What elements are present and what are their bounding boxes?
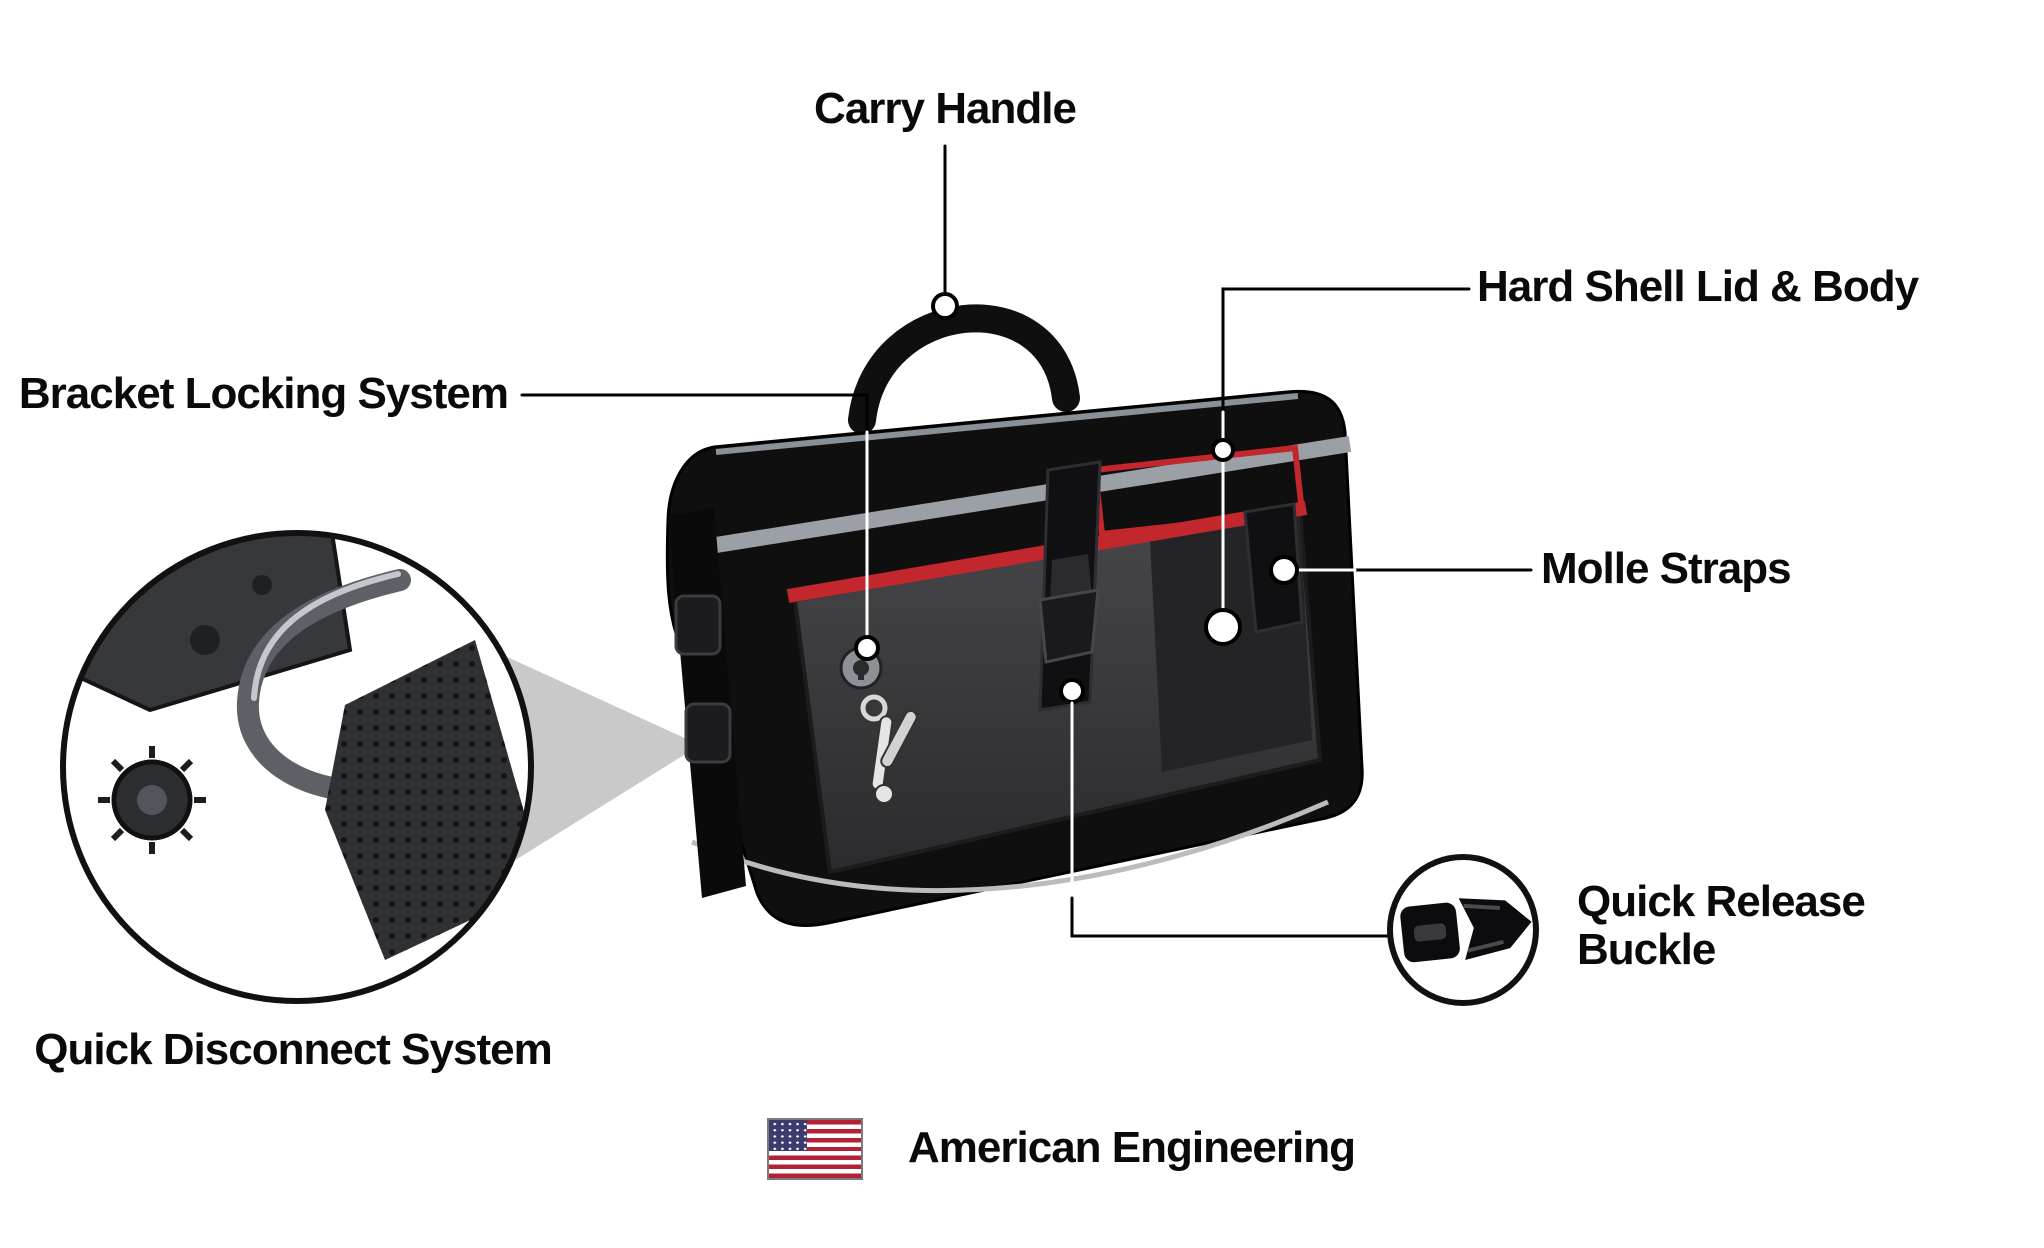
carry-handle-label: Carry Handle: [814, 84, 1077, 133]
quick-release-inset: [1387, 854, 1539, 1006]
hard-shell-lid-body-label: Hard Shell Lid & Body: [1477, 262, 1919, 311]
keys: [870, 709, 918, 804]
us-flag-icon: [767, 1118, 863, 1180]
hard-shell-body-marker: [1204, 608, 1242, 646]
quick-disconnect-inset-ring: [60, 530, 534, 1004]
bracket-locking-marker: [854, 635, 880, 661]
carry-handle-marker: [931, 292, 959, 320]
molle-straps-marker: [1269, 555, 1299, 585]
bottom-piping: [691, 799, 1329, 893]
quick-release-callout-line: [1070, 896, 1389, 938]
hard-shell-lid-marker: [1211, 438, 1235, 462]
bracket-plate-shadow: [63, 533, 130, 600]
callouts: [520, 144, 1533, 938]
quick-disconnect-inset: [60, 530, 534, 1004]
disconnect-knob-center: [137, 785, 167, 815]
quick-release-inset-ring: [1387, 854, 1539, 1006]
quick-release-buckle-icon: [1400, 898, 1532, 963]
quick-release-line2: Buckle: [1577, 924, 1716, 974]
leather-panel-perforation: [325, 640, 531, 960]
lid-bottom-trim: [670, 436, 1352, 560]
bracket-bolt-small: [252, 575, 272, 595]
lid-top-trim: [715, 393, 1299, 455]
bracket-locking-system-label: Bracket Locking System: [18, 369, 509, 418]
bracket-locking-callout-line: [520, 393, 869, 434]
quick-release-buckle-label: Quick Release Buckle: [1577, 877, 1866, 974]
mounting-bracket-highlight: [251, 571, 401, 701]
quick-release-buckle-on-bag: [1038, 588, 1100, 664]
american-engineering-label: American Engineering: [908, 1123, 1356, 1172]
molle-straps-label: Molle Straps: [1541, 544, 1792, 593]
key-ring: [860, 694, 888, 722]
quick-release-marker: [1059, 678, 1085, 704]
disconnect-knob-notches: [98, 746, 206, 854]
carry-handle-shape: [848, 304, 1080, 434]
quick-release-line1: Quick Release: [1577, 877, 1866, 926]
us-flag-canton: [769, 1120, 807, 1151]
strap-keeper-lower: [684, 702, 732, 764]
strap-keeper-upper: [674, 594, 722, 656]
mounting-bracket-bar: [236, 569, 411, 803]
hard-shell-callout-line: [1221, 287, 1471, 414]
saddlebag: [665, 304, 1364, 928]
quick-disconnect-system-label: Quick Disconnect System: [34, 1025, 552, 1074]
bracket-bolt: [190, 625, 220, 655]
